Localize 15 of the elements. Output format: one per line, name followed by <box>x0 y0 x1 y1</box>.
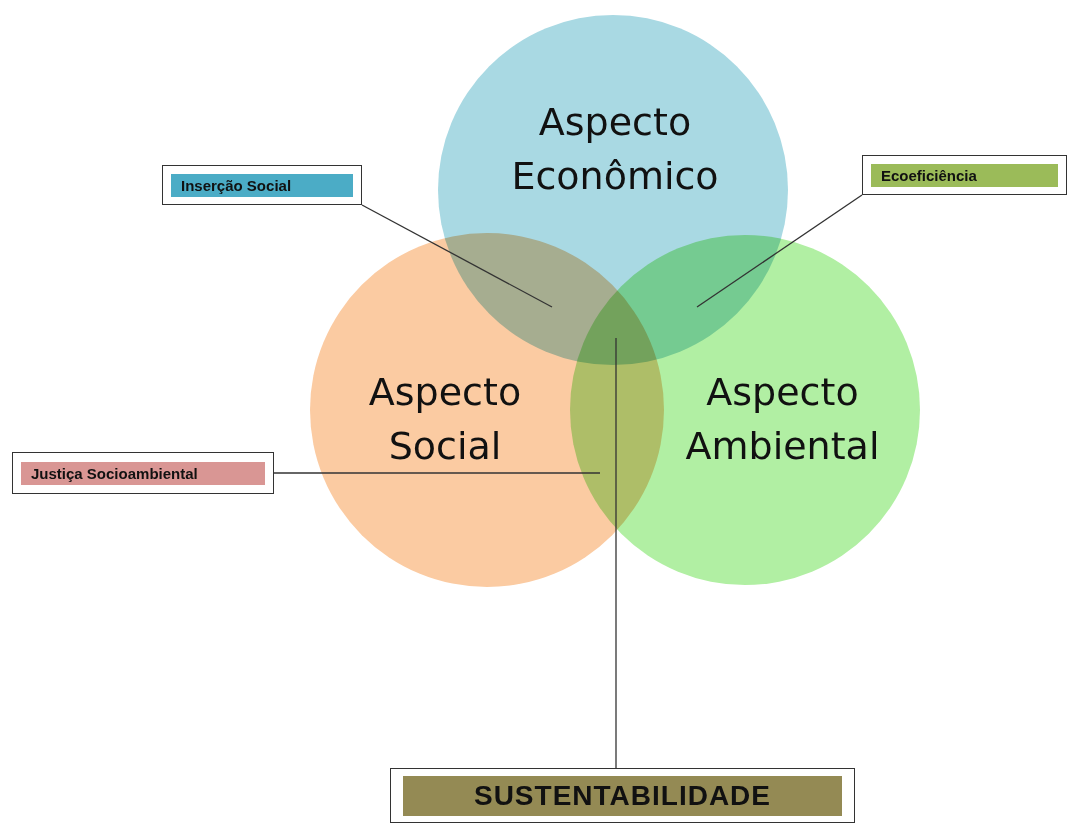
circle-label: Aspecto Social <box>367 369 523 470</box>
callout-label: Justiça Socioambiental <box>21 461 265 485</box>
callout-label: Inserção Social <box>171 173 353 197</box>
callout-box <box>12 452 274 494</box>
callout-label: Ecoeficiência <box>871 163 1058 187</box>
leader-line <box>615 337 617 769</box>
leader-line <box>361 204 553 308</box>
leader-line <box>273 472 601 474</box>
leader-line <box>696 194 863 308</box>
callout-label: SUSTENTABILIDADE <box>403 775 842 816</box>
callout-box <box>162 165 362 205</box>
callout-box <box>390 768 855 823</box>
circle-label: Aspecto Econômico <box>510 99 720 200</box>
circle-label: Aspecto Ambiental <box>684 369 881 470</box>
callout-box <box>862 155 1067 195</box>
